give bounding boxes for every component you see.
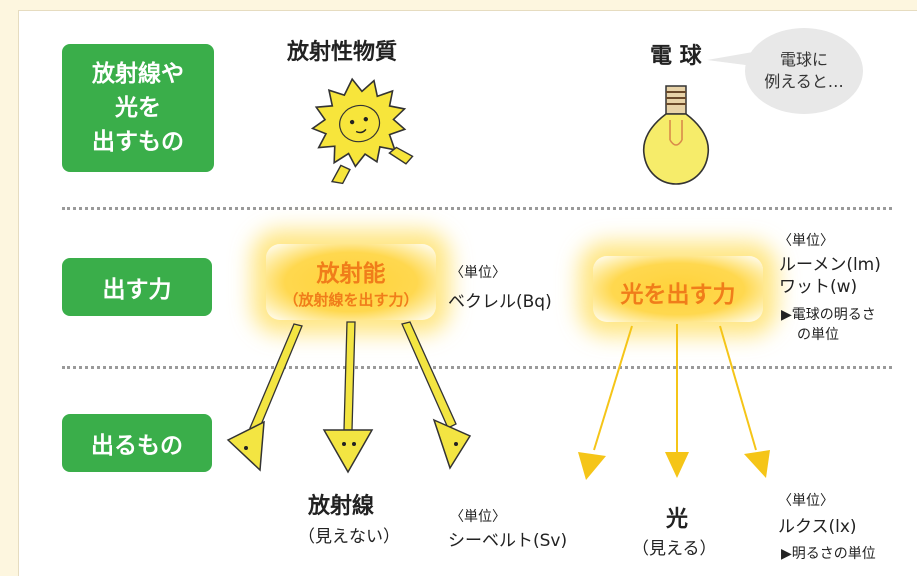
row-label-power: 出す力 xyxy=(62,258,212,316)
left-header: 放射性物質 xyxy=(287,40,398,65)
light-power-unit-label: 〈単位〉 xyxy=(778,233,834,249)
light-power-unit-2: ワット(w) xyxy=(779,277,858,297)
row-label-output-text: 出るもの xyxy=(91,433,183,459)
row-label-emitters-line1: 放射線や xyxy=(92,61,184,87)
light-power-unit-1: ルーメン(lm) xyxy=(779,255,881,275)
light-unit: ルクス(lx) xyxy=(778,517,857,537)
light-power-title: 光を出す力 xyxy=(620,282,736,308)
light-power-note-2: の単位 xyxy=(797,327,839,343)
light-ray-arrow-icon xyxy=(665,324,689,478)
character-arrow-icon xyxy=(226,323,303,472)
character-arrow-icon xyxy=(322,321,374,474)
light-ray-arrow-icon xyxy=(719,325,770,478)
row-label-output: 出るもの xyxy=(62,414,212,472)
row-label-emitters-line2: 光を xyxy=(115,95,161,121)
radiation-subtitle: （見えない） xyxy=(298,527,400,547)
radioactivity-subtitle: （放射線を出す力） xyxy=(283,291,419,309)
radiation-unit-label: 〈単位〉 xyxy=(450,509,506,525)
speech-bubble: 電球に 例えると… xyxy=(745,28,863,114)
right-header: 電 球 xyxy=(650,44,702,69)
radioactivity-glow xyxy=(266,244,436,320)
light-ray-arrow-icon xyxy=(578,325,633,480)
radiation-unit: シーベルト(Sv) xyxy=(448,531,568,551)
radiation-arrows xyxy=(226,321,472,474)
light-power-glow xyxy=(593,256,763,322)
row-label-emitters: 放射線や 光を 出すもの xyxy=(62,44,214,172)
row-label-emitters-line3: 出すもの xyxy=(92,129,184,155)
radioactivity-unit: ベクレル(Bq) xyxy=(448,292,552,312)
light-bulb-icon xyxy=(642,85,710,185)
radiation-name: 放射線 xyxy=(308,494,375,519)
light-name: 光 xyxy=(666,507,689,532)
bubble-tail xyxy=(707,52,753,66)
character-arrow-icon xyxy=(401,321,472,470)
separator-top xyxy=(62,207,892,210)
light-ray-arrows xyxy=(578,324,770,480)
speech-bubble-line1: 電球に xyxy=(779,50,828,69)
separator-bottom xyxy=(62,366,892,369)
row-label-power-text: 出す力 xyxy=(102,277,172,303)
radioactivity-unit-label: 〈単位〉 xyxy=(450,265,506,281)
light-unit-note: ▶明るさの単位 xyxy=(781,546,876,562)
light-subtitle: （見える） xyxy=(632,539,717,559)
light-unit-label: 〈単位〉 xyxy=(778,493,834,509)
radioactivity-title: 放射能 xyxy=(316,261,386,287)
lion-mascot-icon xyxy=(310,77,414,185)
speech-bubble-line2: 例えると… xyxy=(764,72,844,91)
light-power-note-1: ▶電球の明るさ xyxy=(781,307,876,323)
